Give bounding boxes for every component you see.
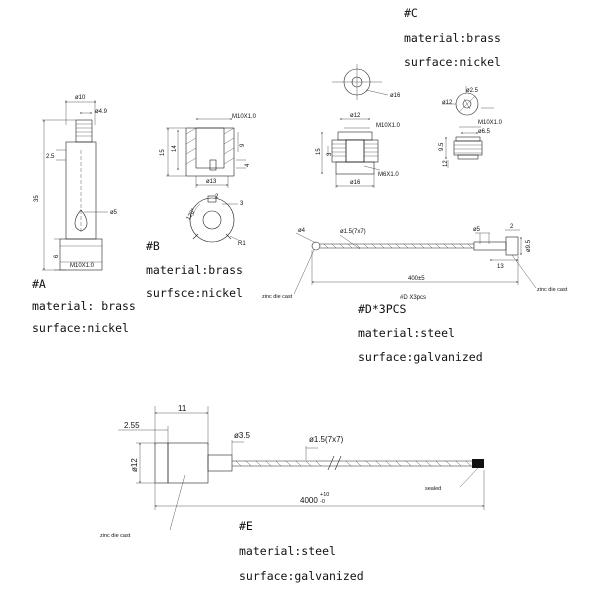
part-d-dim-ball: ø4	[298, 228, 306, 234]
part-a-dim-slot: ø4.9	[95, 109, 108, 115]
part-b-dim-radius: R1	[238, 241, 246, 247]
part-b-dim-height-outer: 15	[160, 149, 166, 156]
part-c-dim-small-outer: ø12	[442, 100, 453, 106]
part-d-dim-pin: ø5	[473, 227, 481, 233]
part-b-tag: #B	[146, 239, 160, 253]
part-c-dim-3: 3	[327, 152, 333, 156]
part-e-dim-head-step: 2.55	[124, 421, 140, 430]
part-b-surface: surfsce:nickel	[146, 286, 243, 300]
part-d-dim-head-offset: 2	[510, 224, 514, 230]
part-c-dim-bottom-diameter: ø16	[350, 180, 361, 186]
part-e-material: material:steel	[239, 544, 336, 558]
part-e-label-sealed: sealed	[425, 486, 441, 492]
part-b-dim-diameter: ø13	[206, 179, 217, 185]
part-c-dim-small-base: 12	[443, 160, 449, 167]
part-a-surface: surface:nickel	[32, 321, 129, 335]
part-d-label-right: zinc die cast	[537, 287, 568, 293]
part-d-dim-head-diameter: ø9.5	[526, 239, 532, 252]
part-b-dim-2: 2	[215, 194, 219, 200]
part-a-dim-length: 35	[34, 195, 40, 202]
part-c-dim-inner-diameter: ø12	[350, 113, 361, 119]
part-e-dim-head-diameter: ø12	[130, 458, 139, 472]
part-b-dim-angle: 120°	[186, 207, 198, 221]
part-a-dim-thread: M10X1.0	[70, 263, 95, 269]
part-d-tag: #D*3PCS	[358, 302, 407, 316]
part-c-dim-small-thread: M10X1.0	[478, 120, 503, 126]
part-c-dim-thread-bottom: M6X1.0	[378, 172, 399, 178]
part-d-drawing: ø4 ø1.5(7x7) ø5 2 ø9.5 13 400±5 zinc die…	[262, 224, 568, 301]
part-e-dim-length: 4000	[300, 496, 318, 505]
part-e-surface: surface:galvanized	[239, 569, 364, 583]
part-d-caption: #D X3pcs	[400, 295, 426, 301]
part-b-material: material:brass	[146, 263, 243, 277]
part-a-dim-top-width: ø10	[75, 95, 86, 101]
part-d-dim-head-len: 13	[497, 264, 504, 270]
part-c-dim-small-height: 9.5	[439, 142, 445, 151]
part-d-dim-cable: ø1.5(7x7)	[340, 229, 366, 235]
part-a-drawing: ø10 ø4.9 2.5 35 ø5 6 M10X1.0	[34, 95, 118, 271]
part-b-dim-4: 4	[245, 163, 251, 167]
part-e-dim-tol-lower: -0	[320, 499, 325, 505]
part-a-dim-thread-len: 6	[54, 254, 60, 258]
part-c-drawing: ø16 ø12 M10X1.0 15 3 M6X1.0 ø16 ø2.5	[316, 64, 503, 188]
part-d-material: material:steel	[358, 326, 455, 340]
part-c-tag: #C	[404, 6, 418, 20]
part-b-drawing: M10X1.0 15 14 9 4 ø13	[160, 114, 257, 247]
part-a-tag: #A	[32, 277, 46, 291]
part-d-surface: surface:galvanized	[358, 350, 483, 364]
part-c-dim-height: 15	[316, 148, 322, 155]
part-c-dim-top-diameter: ø16	[390, 93, 401, 99]
part-a-material: material: brass	[32, 299, 136, 313]
part-d-dim-length: 400±5	[408, 276, 425, 282]
part-e-drawing: 11 2.55 ø12 ø3.5 ø1.5(7x7) sealed 40	[100, 404, 485, 539]
part-b-dim-height-inner: 14	[172, 145, 178, 152]
part-a-dim-hole: ø5	[110, 210, 118, 216]
part-e-dim-cable: ø1.5(7x7)	[309, 435, 344, 444]
part-e-label-die-cast: zinc die cast	[100, 533, 131, 539]
part-e-dim-tol-upper: +10	[320, 492, 329, 498]
part-c-dim-small-hole: ø2.5	[466, 88, 479, 94]
part-b-dim-9: 9	[240, 143, 246, 147]
part-e-dim-pin: ø3.5	[234, 431, 251, 440]
part-b-dim-3: 3	[240, 201, 244, 207]
part-e-tag: #E	[239, 519, 253, 533]
part-c-dim-small-inner: ø6.5	[478, 129, 491, 135]
part-a-dim-offset: 2.5	[46, 154, 55, 160]
part-b-dim-thread: M10X1.0	[232, 114, 257, 120]
part-c-material: material:brass	[404, 31, 501, 45]
part-c-surface: surface:nickel	[404, 55, 501, 69]
part-c-dim-thread-top: M10X1.0	[376, 123, 401, 129]
part-e-dim-head-len: 11	[178, 404, 187, 413]
part-d-label-left: zinc die cast	[262, 294, 293, 300]
